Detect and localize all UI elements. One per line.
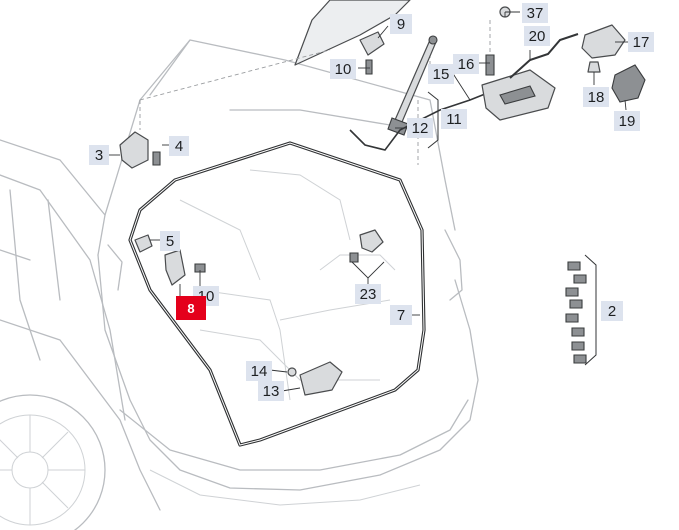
group-bracket-2 (584, 254, 597, 366)
callout-12: 12 (407, 118, 433, 138)
lock-part (581, 24, 626, 59)
callout-20: 20 (524, 26, 550, 46)
lock-bracket-part (299, 361, 343, 396)
callout-15-label: 15 (433, 66, 450, 83)
car-body-outline (0, 39, 479, 530)
bracket-part (119, 131, 149, 169)
group-bracket-11 (427, 91, 439, 149)
tailgate-seal-part (128, 141, 426, 447)
striker-part (164, 249, 186, 286)
callout-2: 2 (601, 301, 623, 321)
callout-11-label: 11 (446, 111, 462, 128)
callout-9-label: 9 (397, 16, 405, 33)
callout-19: 19 (614, 111, 640, 131)
clip-part (287, 367, 297, 377)
callout-13: 13 (258, 381, 284, 401)
lock-cover-part (611, 64, 646, 103)
callout-8-highlighted: 8 (176, 296, 206, 320)
callout-2-label: 2 (608, 303, 616, 320)
callout-8-label: 8 (187, 301, 194, 316)
callout-3: 3 (89, 145, 109, 165)
callout-17-label: 17 (633, 34, 650, 51)
callout-3-label: 3 (95, 147, 103, 164)
gas-strut-part (387, 35, 438, 136)
callout-14-label: 14 (251, 363, 268, 380)
tailgate-glass-part (294, 0, 411, 66)
callout-17: 17 (628, 32, 654, 52)
screw-part (194, 263, 206, 273)
callout-12-label: 12 (412, 120, 429, 137)
callout-11: 11 (441, 109, 467, 129)
callout-19-label: 19 (619, 113, 636, 130)
bowden-cable-part (509, 33, 579, 79)
callout-13-label: 13 (263, 383, 280, 400)
callout-37: 37 (522, 3, 548, 23)
callout-7-label: 7 (397, 307, 405, 324)
callout-15: 15 (428, 64, 454, 84)
callout-7: 7 (390, 305, 412, 325)
callout-16: 16 (453, 54, 479, 74)
callout-23-label: 23 (360, 286, 377, 303)
callout-18: 18 (583, 87, 609, 107)
callout-9: 9 (390, 14, 412, 34)
callout-18-label: 18 (588, 89, 605, 106)
bolt-set-part (565, 261, 587, 364)
callout-10-top: 10 (330, 59, 356, 79)
callout-16-label: 16 (458, 56, 475, 73)
screw-part (349, 252, 359, 263)
callout-23: 23 (355, 284, 381, 304)
callout-14: 14 (246, 361, 272, 381)
callout-5: 5 (160, 231, 180, 251)
lock-motor-part (481, 69, 556, 121)
buffer-part (134, 234, 153, 253)
callout-4-label: 4 (175, 138, 183, 155)
bolt-part (485, 54, 495, 76)
callout-20-label: 20 (529, 28, 546, 45)
callout-37-label: 37 (527, 5, 544, 22)
leader-lines (108, 11, 628, 392)
callout-4: 4 (169, 136, 189, 156)
retainer-part (359, 229, 384, 253)
callout-10-top-label: 10 (335, 61, 352, 78)
screw-part (152, 151, 161, 166)
clip-part (587, 61, 601, 73)
callout-5-label: 5 (166, 233, 174, 250)
